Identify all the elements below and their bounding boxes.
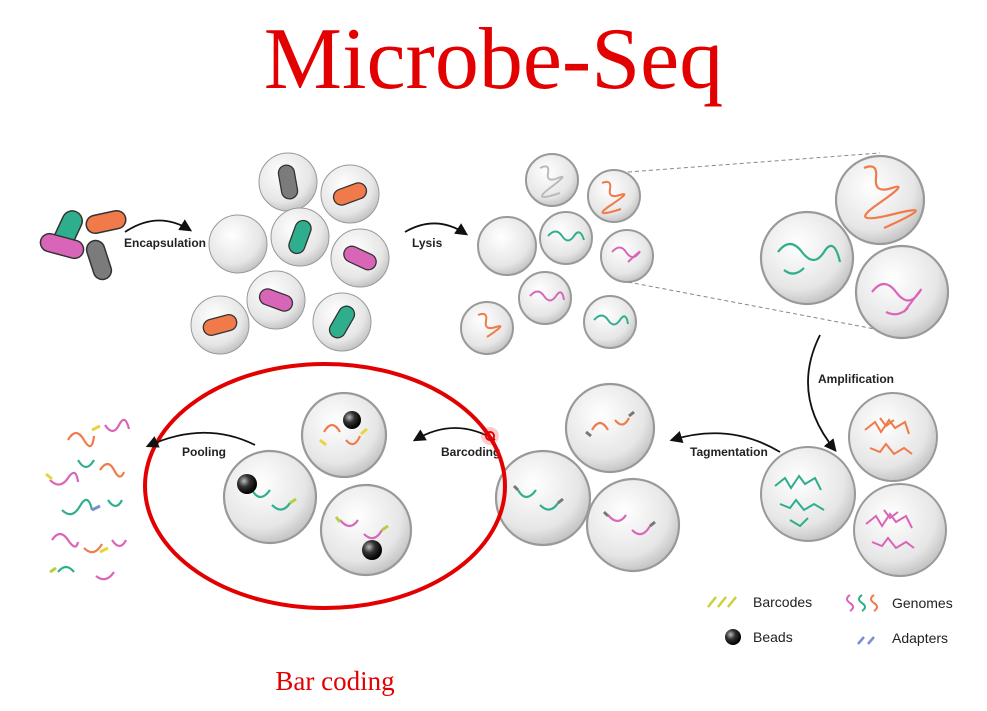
encapsulation-label: Encapsulation: [124, 236, 206, 250]
pooling-arrow: [145, 431, 256, 448]
bar-coding-caption: Bar coding: [275, 666, 395, 696]
legend: Barcodes Beads Genomes Adapters: [707, 594, 953, 646]
barcoding-label: Barcoding: [441, 445, 500, 459]
amplification-label: Amplification: [818, 372, 894, 386]
lysis-label: Lysis: [412, 236, 443, 250]
page-title: Microbe-Seq: [263, 11, 724, 108]
pooled-fragments: [45, 418, 131, 581]
adapters-legend-label: Adapters: [892, 630, 948, 646]
genomes-legend-icon: [846, 594, 878, 612]
adapters-legend-icon: [857, 636, 875, 645]
genomes-legend-label: Genomes: [892, 595, 953, 611]
zoom-line-bottom: [627, 281, 881, 331]
highlight-ellipse: [143, 362, 507, 610]
barcodes-legend-icon: [707, 596, 737, 608]
encapsulation-arrow: [124, 219, 193, 233]
beads-legend-label: Beads: [753, 629, 793, 645]
tagmentation-label: Tagmentation: [690, 445, 768, 459]
free-bacteria: [39, 209, 127, 281]
lysis-arrow: [404, 222, 469, 236]
amplified-droplets: [760, 392, 947, 577]
beads-legend-icon: [725, 629, 741, 645]
tagmentation-arrow: [669, 430, 781, 453]
pooling-label: Pooling: [182, 445, 226, 459]
zoomed-droplets: [759, 154, 950, 340]
amplification-arrow: [807, 334, 837, 452]
tagmented-droplets: [494, 382, 681, 573]
barcoded-droplets: [222, 391, 413, 577]
barcodes-legend-label: Barcodes: [753, 594, 812, 610]
zoom-line-top: [627, 152, 881, 173]
encapsulated-droplets: [190, 152, 390, 355]
lysed-droplets: [460, 153, 654, 355]
